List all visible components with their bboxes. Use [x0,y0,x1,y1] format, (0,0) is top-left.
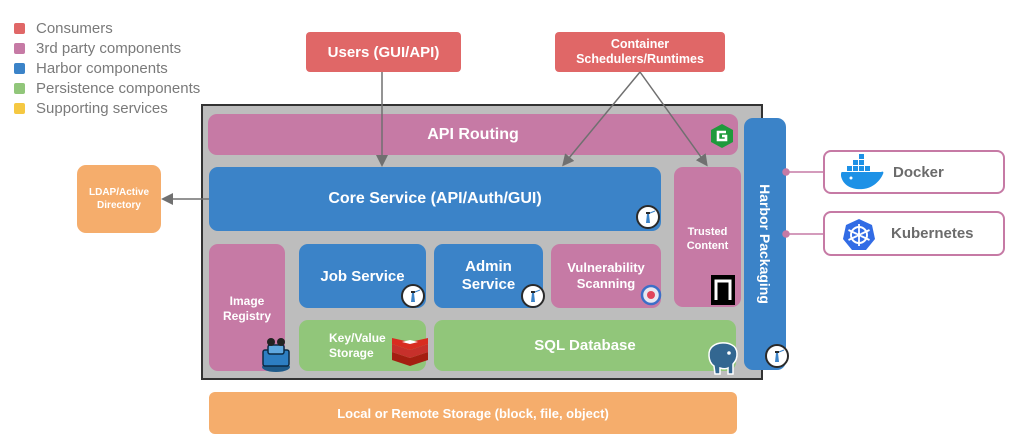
arrow-schedulers-trusted [639,71,708,167]
core-service-box: Core Service (API/Auth/GUI) [209,167,661,231]
docker-registry-icon [256,336,296,374]
legend-item-supporting: Supporting services [14,98,168,118]
harbor-lighthouse-icon [636,205,660,229]
ldap-label-line2: Directory [97,200,141,211]
sql-database-box: SQL Database [434,320,736,371]
legend-label: Consumers [36,19,113,37]
kv-storage-label-line1: Key/Value [329,330,386,345]
job-service-box: Job Service [299,244,426,308]
docker-box: Docker [823,150,1005,194]
schedulers-box: Container Schedulers/Runtimes [555,32,725,72]
nginx-g-icon [709,123,735,149]
arrow-schedulers-core [562,71,641,167]
legend-swatch [14,22,25,34]
trusted-label-line1: Trusted [687,226,728,238]
legend-item-consumers: Consumers [14,18,113,38]
legend-swatch [14,62,25,74]
kv-storage-label-line2: Storage [329,345,374,360]
postgresql-elephant-icon [705,340,743,378]
ldap-box: LDAP/Active Directory [77,165,161,233]
api-routing-label: API Routing [427,125,519,143]
legend-swatch [14,102,25,114]
redis-icon [390,338,430,370]
api-routing-box: API Routing [208,114,738,155]
admin-service-label-line2: Service [461,276,516,293]
notary-icon [711,275,735,305]
kubernetes-box: Kubernetes [823,211,1005,256]
storage-box: Local or Remote Storage (block, file, ob… [209,392,737,434]
harbor-lighthouse-icon [521,284,545,308]
job-service-label: Job Service [320,267,405,285]
harbor-packaging-box: Harbor Packaging [744,118,786,370]
admin-service-label-line1: Admin [465,258,512,275]
schedulers-label-line2: Schedulers/Runtimes [576,52,704,66]
vulnerability-label-line2: Scanning [576,276,636,291]
legend-swatch [14,42,25,54]
docker-label: Docker [893,163,944,181]
kubernetes-label: Kubernetes [891,225,974,242]
harbor-lighthouse-icon [765,344,789,368]
schedulers-label-line1: Container [610,37,670,51]
admin-service-box: Admin Service [434,244,543,308]
legend-label: 3rd party components [36,39,182,57]
legend-label: Supporting services [36,99,168,117]
users-box: Users (GUI/API) [306,32,461,72]
legend-label: Harbor components [36,59,168,77]
kubernetes-wheel-icon [842,218,876,252]
image-registry-label-line1: Image [229,294,265,308]
harbor-lighthouse-icon [401,284,425,308]
ldap-label-line1: LDAP/Active [88,187,149,198]
vulnerability-label-line1: Vulnerability [567,260,645,275]
legend-item-3rd-party: 3rd party components [14,38,181,58]
docker-whale-icon [839,154,885,192]
legend-item-persistence: Persistence components [14,78,200,98]
image-registry-label-line2: Registry [222,309,272,323]
sql-database-label: SQL Database [534,337,636,354]
trusted-label-line2: Content [686,240,729,252]
core-service-label: Core Service (API/Auth/GUI) [328,190,542,207]
legend-label: Persistence components [36,79,201,97]
storage-label: Local or Remote Storage (block, file, ob… [337,405,609,421]
users-label: Users (GUI/API) [327,43,440,61]
clair-icon [640,284,662,306]
legend-item-harbor: Harbor components [14,58,168,78]
legend-swatch [14,82,25,94]
